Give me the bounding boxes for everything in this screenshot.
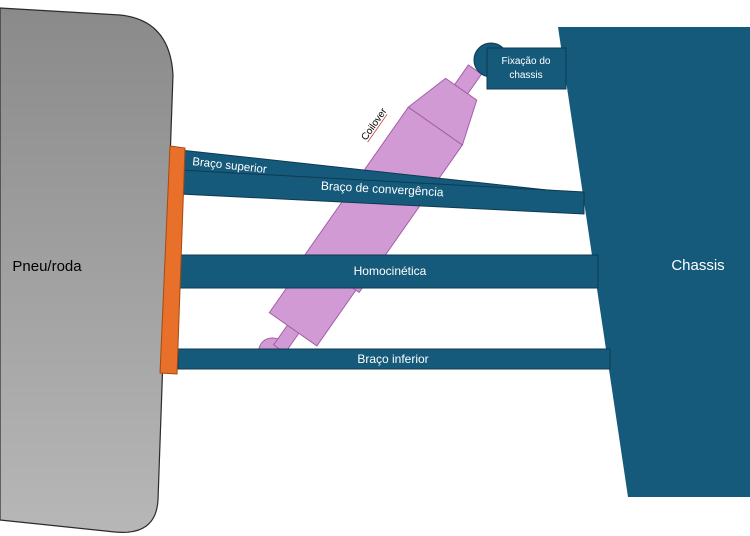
hub-upright [159, 145, 186, 375]
chassis-mount-label-line2: chassis [509, 70, 542, 81]
chassis-mount-box [486, 47, 567, 90]
toe-arm-label: Braço de convergência [321, 179, 445, 200]
chassis-mount-label-line1: Fixação do [502, 56, 551, 67]
coilover-label-underline [367, 114, 388, 143]
cv-joint-shaft [179, 254, 599, 289]
coilover-top-cap [407, 77, 478, 146]
lower-arm-label: Braço inferior [357, 352, 428, 366]
cv-joint-label: Homocinética [354, 264, 427, 278]
coilover [258, 64, 483, 368]
coilover-upper-rod [453, 64, 483, 95]
chassis-label: Chassis [671, 257, 724, 274]
chassis-shape [558, 27, 750, 497]
wheel-label: Pneu/roda [12, 258, 82, 275]
coilover-label: Coilover [359, 106, 389, 143]
